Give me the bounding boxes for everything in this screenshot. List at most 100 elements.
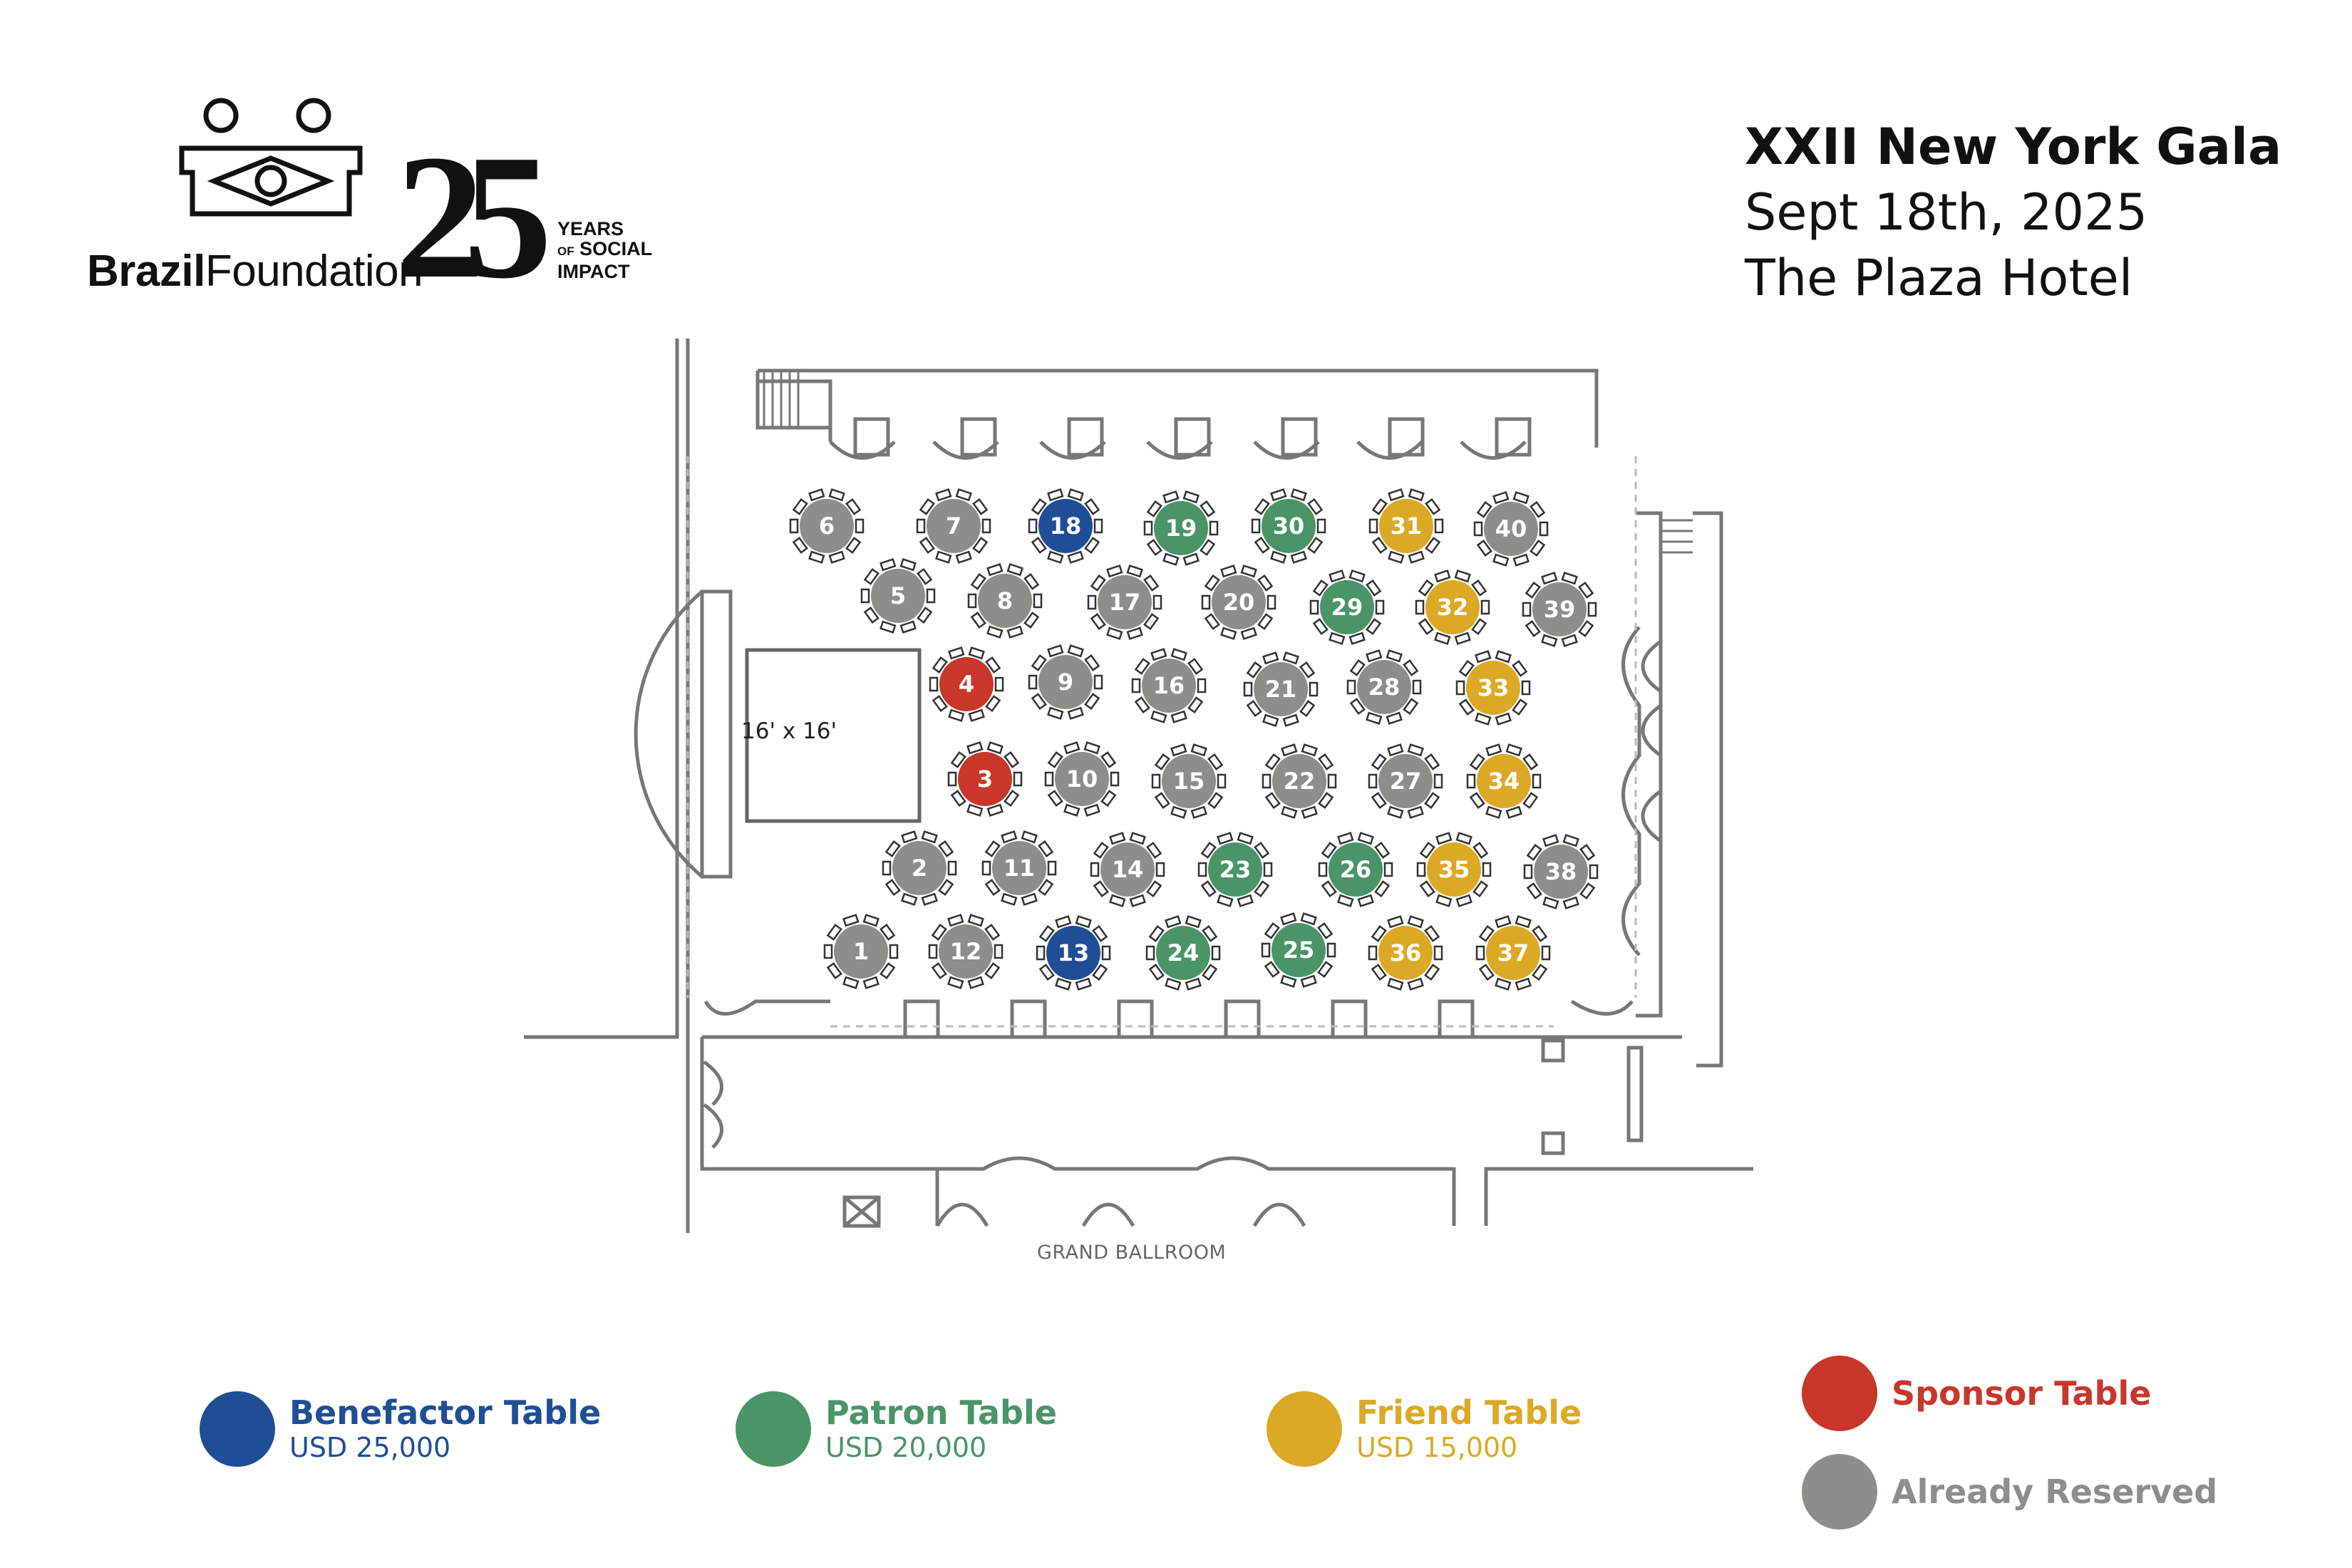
chair-icon: [1084, 654, 1100, 671]
chair-icon: [1262, 651, 1279, 665]
chair-icon: [1475, 712, 1492, 726]
chair-icon: [1083, 803, 1100, 817]
table-2[interactable]: 2: [882, 830, 957, 906]
chair-icon: [1006, 625, 1023, 639]
chair-icon: [1337, 894, 1354, 907]
table-11[interactable]: 11: [981, 830, 1057, 906]
table-disc: [1055, 752, 1109, 806]
chair-icon: [884, 840, 901, 857]
legend-swatch: [1802, 1454, 1877, 1530]
chair-icon: [1237, 832, 1254, 845]
chair-icon: [1321, 880, 1337, 898]
table-38[interactable]: 38: [1523, 834, 1599, 909]
chair-icon: [880, 558, 897, 572]
table-31[interactable]: 31: [1368, 488, 1444, 564]
table-27[interactable]: 27: [1368, 743, 1443, 819]
table-10[interactable]: 10: [1044, 741, 1120, 817]
table-8[interactable]: 8: [967, 563, 1043, 639]
table-33[interactable]: 33: [1455, 650, 1531, 726]
table-disc: [939, 924, 993, 979]
chair-icon: [1067, 488, 1084, 502]
table-7[interactable]: 7: [916, 488, 991, 564]
chair-icon: [1532, 964, 1548, 981]
table-18[interactable]: 18: [1028, 488, 1103, 564]
chair-icon: [1478, 924, 1495, 942]
chair-icon: [1246, 661, 1262, 679]
table-24[interactable]: 24: [1145, 915, 1221, 991]
table-28[interactable]: 28: [1346, 649, 1422, 725]
chair-icon: [947, 860, 957, 876]
table-6[interactable]: 6: [789, 488, 865, 564]
chair-icon: [1458, 698, 1475, 716]
table-number: 31: [1391, 512, 1423, 540]
chair-icon: [1047, 550, 1064, 564]
table-number: 7: [946, 512, 961, 540]
table-26[interactable]: 26: [1318, 832, 1393, 907]
chair-icon: [1425, 537, 1441, 555]
table-number: 16: [1153, 672, 1185, 699]
table-number: 30: [1273, 512, 1305, 540]
table-30[interactable]: 30: [1251, 488, 1326, 564]
chair-icon: [789, 518, 799, 534]
table-15[interactable]: 15: [1151, 743, 1227, 819]
legend-swatch: [200, 1391, 275, 1467]
table-14[interactable]: 14: [1090, 832, 1165, 907]
table-39[interactable]: 39: [1522, 572, 1597, 647]
chair-icon: [1217, 894, 1234, 907]
table-32[interactable]: 32: [1415, 569, 1490, 645]
table-9[interactable]: 9: [1028, 644, 1103, 720]
chair-icon: [931, 923, 947, 941]
chair-icon: [1047, 751, 1063, 768]
table-12[interactable]: 12: [928, 914, 1004, 989]
chair-icon: [1092, 964, 1108, 981]
table-disc: [1532, 582, 1587, 636]
table-disc: [892, 841, 947, 895]
chair-icon: [1327, 773, 1337, 789]
chair-icon: [1021, 892, 1038, 906]
table-36[interactable]: 36: [1368, 915, 1443, 991]
foundation-emblem-icon: [179, 98, 363, 217]
table-19[interactable]: 19: [1143, 490, 1219, 566]
table-22[interactable]: 22: [1262, 743, 1337, 819]
chair-icon: [1143, 613, 1160, 631]
chair-icon: [1532, 773, 1542, 789]
chair-icon: [1412, 679, 1422, 695]
table-17[interactable]: 17: [1087, 564, 1162, 640]
table-4[interactable]: 4: [929, 646, 1004, 722]
chair-icon: [1418, 618, 1434, 636]
chair-icon: [1202, 964, 1218, 981]
table-21[interactable]: 21: [1243, 651, 1319, 727]
table-29[interactable]: 29: [1309, 569, 1385, 645]
chair-icon: [1254, 880, 1270, 898]
table-5[interactable]: 5: [860, 558, 936, 634]
chair-icon: [1197, 862, 1207, 877]
chair-icon: [1525, 620, 1541, 638]
chair-icon: [1472, 841, 1489, 859]
chair-icon: [1182, 490, 1200, 504]
chair-icon: [932, 695, 948, 713]
chair-icon: [921, 892, 938, 906]
chair-icon: [1162, 552, 1180, 566]
table-16[interactable]: 16: [1131, 648, 1207, 723]
table-13[interactable]: 13: [1036, 915, 1111, 991]
table-20[interactable]: 20: [1201, 564, 1276, 640]
table-23[interactable]: 23: [1197, 832, 1273, 907]
table-25[interactable]: 25: [1261, 912, 1336, 988]
chair-icon: [967, 976, 984, 989]
chair-icon: [1211, 945, 1221, 961]
chair-icon: [1237, 894, 1254, 907]
chair-icon: [1387, 977, 1404, 991]
table-3[interactable]: 3: [947, 741, 1023, 817]
table-35[interactable]: 35: [1416, 832, 1492, 907]
table-34[interactable]: 34: [1466, 743, 1542, 819]
table-37[interactable]: 37: [1475, 915, 1551, 991]
event-venue: The Plaza Hotel: [1745, 249, 2133, 307]
chair-icon: [1187, 657, 1204, 675]
chair-icon: [1240, 564, 1257, 578]
chair-icon: [1321, 841, 1337, 859]
table-1[interactable]: 1: [823, 914, 899, 989]
chair-icon: [1200, 841, 1217, 859]
chair-icon: [1038, 879, 1054, 897]
table-40[interactable]: 40: [1473, 491, 1549, 567]
